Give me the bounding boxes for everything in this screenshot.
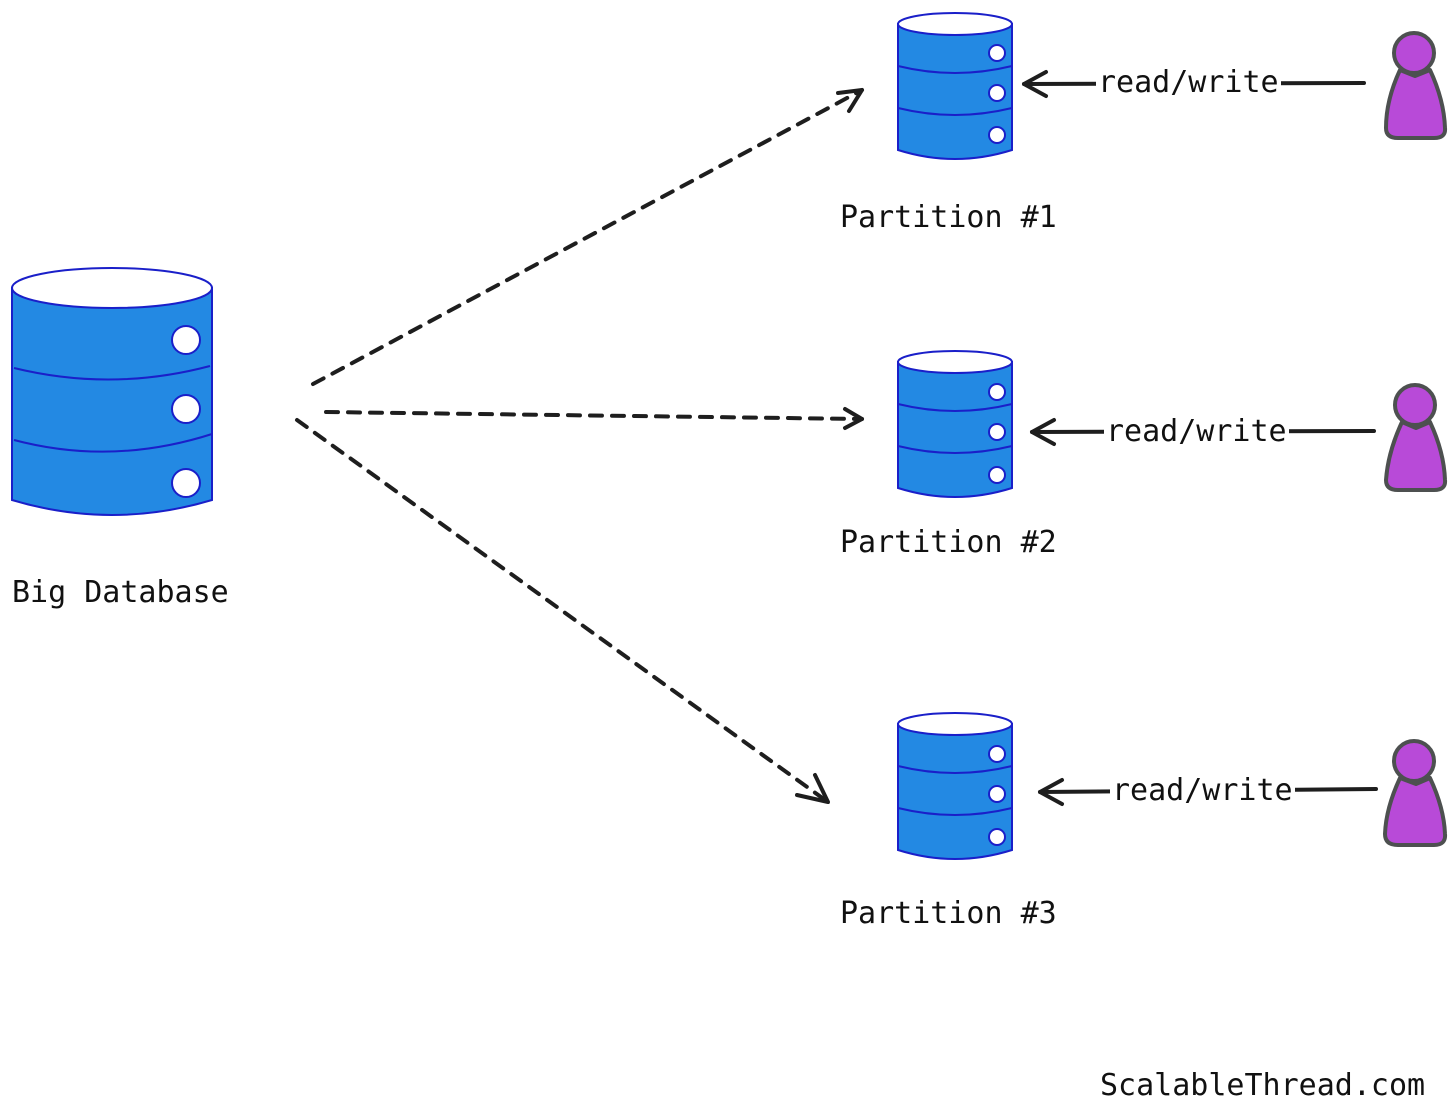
read-write-label-2: read/write <box>1104 414 1289 449</box>
partition-3-database-icon <box>897 712 1013 860</box>
read-write-label-1: read/write <box>1096 65 1281 100</box>
user-3-icon <box>1383 739 1448 847</box>
dashed-arrow-to-partition-2 <box>324 407 864 430</box>
user-1-icon <box>1384 31 1448 140</box>
user-2-icon <box>1384 383 1448 492</box>
big-database-icon <box>11 267 213 516</box>
dashed-arrow-to-partition-1 <box>311 88 864 386</box>
partition-3-label: Partition #3 <box>840 896 1057 931</box>
partition-1-database-icon <box>897 12 1013 160</box>
partition-2-label: Partition #2 <box>840 525 1057 560</box>
read-write-label-3: read/write <box>1110 773 1295 808</box>
watermark: ScalableThread.com <box>1100 1068 1426 1103</box>
big-database-label: Big Database <box>12 575 229 610</box>
partition-1-label: Partition #1 <box>840 200 1057 235</box>
partition-2-database-icon <box>897 350 1013 498</box>
dashed-arrow-to-partition-3 <box>295 418 830 804</box>
